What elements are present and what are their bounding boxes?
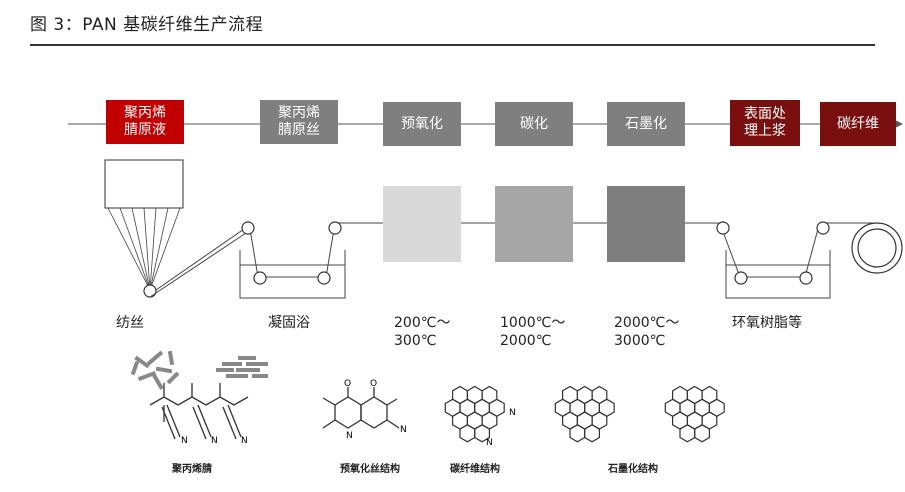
sizing-roller-top-right <box>816 221 830 235</box>
stage-preoxidation: 预氧化 <box>383 102 461 146</box>
preox-nitrogen-2: N <box>400 425 407 435</box>
graphitization-zone <box>607 186 685 262</box>
carbon-nitrogen-2: N <box>509 408 516 418</box>
label-sizing-agent: 环氧树脂等 <box>732 315 802 331</box>
title-divider <box>30 44 875 46</box>
caption-carbon-fiber: 碳纤维结构 <box>450 464 500 475</box>
spinneret-box <box>104 159 184 209</box>
carbon-nitrogen-1: N <box>486 438 493 448</box>
sizing-roller-bottom-left <box>734 271 748 285</box>
preox-oxygen-2: O <box>370 379 377 389</box>
hexagon-ring <box>459 424 476 443</box>
flow-arrowhead <box>895 120 903 128</box>
pan-nitrogen-3: N <box>241 436 248 446</box>
bath-roller-top-left <box>241 221 255 235</box>
caption-preoxidized: 预氧化丝结构 <box>340 464 400 475</box>
label-coagulation-bath: 凝固浴 <box>268 315 310 331</box>
caption-graphite: 石墨化结构 <box>608 464 658 475</box>
hexagon-ring <box>569 424 586 443</box>
hexagon-ring <box>474 424 490 443</box>
pan-aligned-chains <box>216 356 268 378</box>
hexagon-ring <box>679 424 696 443</box>
pan-tangled-chains <box>130 350 180 390</box>
fiber-return <box>149 232 247 298</box>
spinning-filaments <box>107 207 181 291</box>
stage-graphitization: 石墨化 <box>607 102 685 146</box>
label-spinning: 纺丝 <box>116 315 144 331</box>
label-carbonization-temp: 1000℃～ 2000℃ <box>500 315 566 349</box>
carbon-fiber-structure <box>444 385 505 443</box>
figure-title: 图 3：PAN 基碳纤维生产流程 <box>30 15 264 35</box>
graphite-structure-b <box>664 385 725 443</box>
preox-nitrogen-1: N <box>346 431 353 441</box>
winding-drum-inner <box>857 228 897 268</box>
graphite-structure-a <box>554 385 615 443</box>
spinning-roller <box>143 284 157 298</box>
stage-carbon-fiber: 碳纤维 <box>820 102 896 146</box>
preox-oxygen-1: O <box>344 379 351 389</box>
sizing-roller-top-left <box>716 221 730 235</box>
sizing-bath <box>725 250 831 299</box>
hexagon-ring <box>584 424 601 443</box>
bath-roller-bottom-right <box>317 271 331 285</box>
pan-nitrogen-1: N <box>181 436 188 446</box>
hexagon-ring <box>694 424 711 443</box>
label-graphitization-temp: 2000℃～ 3000℃ <box>614 315 680 349</box>
stage-pan-solution: 聚丙烯 腈原液 <box>106 100 184 144</box>
carbonization-zone <box>495 186 573 262</box>
stage-pan-precursor: 聚丙烯 腈原丝 <box>260 100 338 144</box>
bath-roller-bottom-left <box>253 271 267 285</box>
coagulation-bath <box>239 250 346 299</box>
pan-nitrogen-2: N <box>211 436 218 446</box>
pan-structure <box>149 383 249 440</box>
preoxidized-structure <box>322 387 400 429</box>
stage-carbonization: 碳化 <box>495 102 573 146</box>
oxidation-zone <box>383 186 461 262</box>
caption-pan: 聚丙烯腈 <box>172 464 212 475</box>
bath-roller-top-right <box>328 221 342 235</box>
label-oxidation-temp: 200℃～ 300℃ <box>394 315 451 349</box>
sizing-roller-bottom-right <box>799 271 813 285</box>
stage-surface-treatment: 表面处 理上浆 <box>730 100 800 146</box>
